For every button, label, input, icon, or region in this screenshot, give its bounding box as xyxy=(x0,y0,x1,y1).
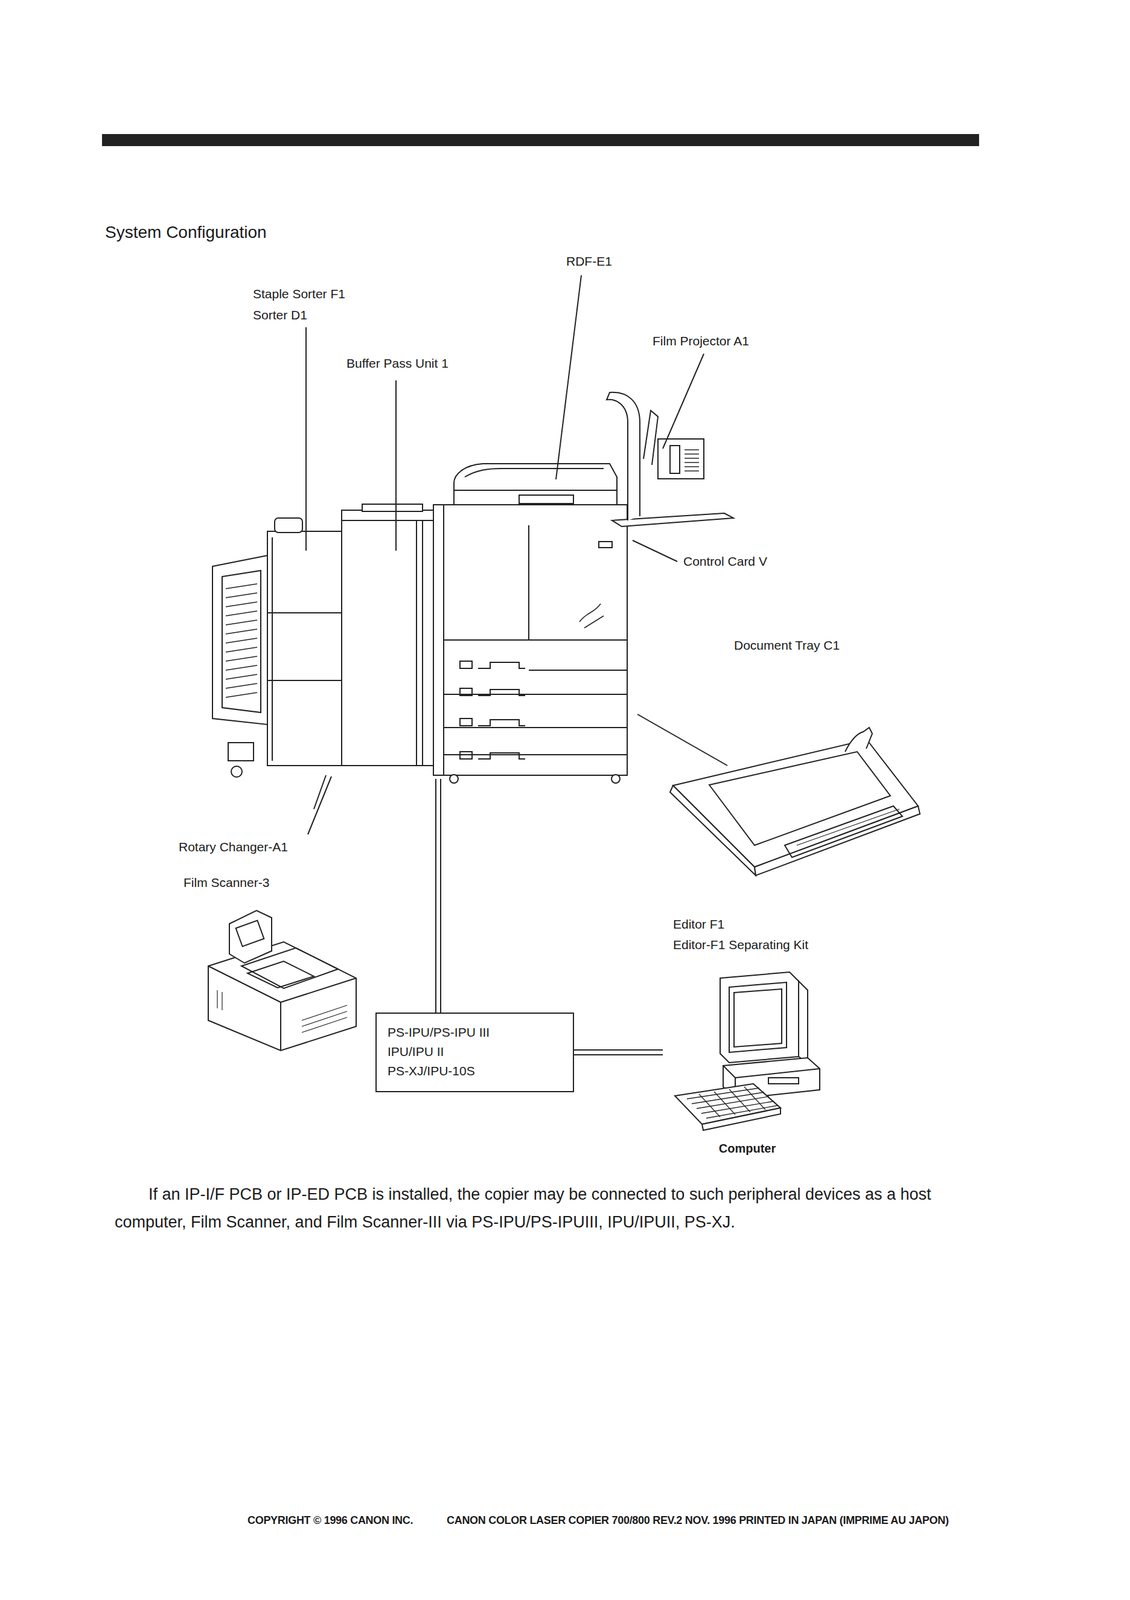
part-label: Document Tray C1 xyxy=(734,637,840,654)
part-label: Editor F1 xyxy=(673,916,725,933)
part-label: Staple Sorter F1 xyxy=(252,286,346,302)
box-line: PS-XJ/IPU-10S xyxy=(387,1062,562,1079)
diagram-title: System Configuration xyxy=(105,222,267,243)
interface-box: PS-IPU/PS-IPU III IPU/IPU II PS-XJ/IPU-10S xyxy=(375,1012,575,1092)
film-scanner xyxy=(208,910,357,1051)
part-label: Buffer Pass Unit 1 xyxy=(346,355,449,372)
connector-line xyxy=(574,1053,663,1056)
header-bar xyxy=(102,134,980,147)
film-projector xyxy=(606,392,734,527)
part-label: Sorter D1 xyxy=(252,307,308,323)
staple-sorter xyxy=(267,517,342,766)
box-line: IPU/IPU II xyxy=(387,1043,562,1060)
double-connector xyxy=(574,1049,663,1055)
footer-text: CANON COLOR LASER COPIER 700/800 REV.2 N… xyxy=(446,1512,949,1528)
connector-line xyxy=(574,1049,663,1051)
part-label: Editor-F1 Separating Kit xyxy=(673,936,809,953)
computer-node: Computer xyxy=(662,965,832,1156)
editor-tablet xyxy=(670,727,920,876)
box-line: PS-IPU/PS-IPU III xyxy=(387,1024,562,1041)
part-label: Rotary Changer-A1 xyxy=(178,839,288,855)
part-label: Control Card V xyxy=(683,553,768,570)
computer-label: Computer xyxy=(662,1140,832,1156)
part-label: Film Scanner-3 xyxy=(183,874,270,891)
computer-illustration xyxy=(662,965,832,1141)
sorter-tray xyxy=(212,555,268,777)
leader-lines xyxy=(306,275,728,1013)
rdf-unit xyxy=(453,463,617,505)
part-label: Film Projector A1 xyxy=(652,333,750,349)
copier-body xyxy=(433,504,628,783)
caption-text: If an IP-I/F PCB or IP-ED PCB is install… xyxy=(114,1180,1003,1236)
part-label: RDF-E1 xyxy=(566,253,613,270)
buffer-pass-unit xyxy=(341,504,434,766)
footer-text: COPYRIGHT © 1996 CANON INC. xyxy=(247,1512,413,1528)
